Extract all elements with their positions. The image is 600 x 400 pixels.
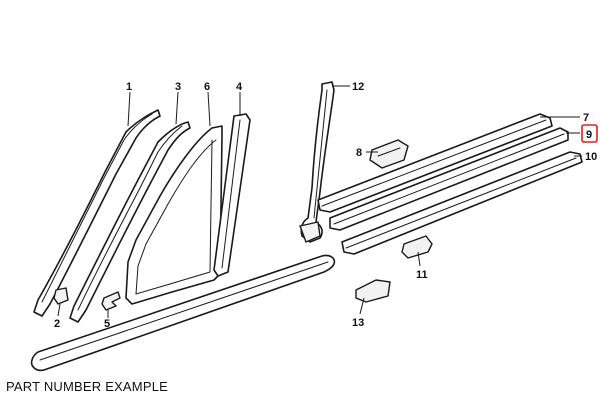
part-3-pillar-trim [69,121,191,323]
callout-5: 5 [104,318,110,330]
leader-lines [57,85,582,318]
caption: PART NUMBER EXAMPLE [6,379,169,394]
part-7-upper-channel [317,113,553,213]
bottom-door-molding [30,254,336,372]
callout-12: 12 [352,81,364,93]
callout-7: 7 [583,112,589,124]
callout-9-highlight-box [581,124,598,143]
callout-1: 1 [126,81,132,93]
callout-10: 10 [585,151,597,163]
part-10-lower-seal [341,151,583,255]
part-6-window-frame-seal [125,125,223,305]
part-13-clip [355,279,391,303]
callout-3: 3 [175,81,181,93]
callout-13: 13 [352,317,364,329]
part-5-bracket [101,291,121,311]
part-9-middle-channel [329,127,569,231]
callout-6: 6 [204,81,210,93]
part-8-clip [369,139,409,169]
part-11-clip [401,235,433,259]
part-1-a-pillar-trim [33,109,161,317]
callout-2: 2 [54,318,60,330]
callout-4: 4 [236,81,243,93]
part-4-b-pillar-strip [213,113,251,277]
part-2-clip [53,287,69,305]
callout-9: 9 [586,129,592,141]
part-12-pillar-channel [299,81,335,243]
callout-11: 11 [416,269,428,281]
callout-8: 8 [356,147,362,159]
